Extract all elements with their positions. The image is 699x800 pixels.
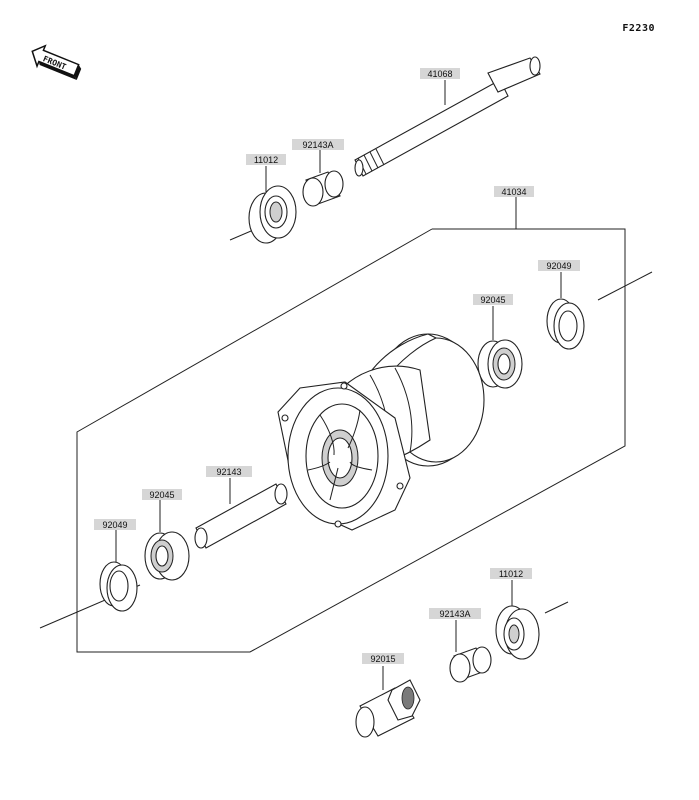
oil-seal-top: [248, 185, 297, 244]
callout-seal-right: 92049: [538, 260, 580, 298]
bearing-left: [144, 531, 190, 581]
figure-code: F2230: [622, 23, 655, 34]
wheel-hub: [277, 333, 485, 531]
hub-assembly-outline: [76, 228, 626, 653]
callout-shaft: 41068: [420, 68, 460, 105]
callout-collar-top-label: 92143A: [302, 140, 333, 150]
callout-hub: 41034: [494, 186, 534, 197]
callout-seal-top-label: 11012: [254, 155, 278, 165]
callout-collar-bottom-label: 92143A: [439, 609, 470, 619]
axle-nut: [355, 679, 421, 738]
collar-top: [302, 170, 344, 207]
callout-spacer-label: 92143: [216, 467, 241, 477]
callout-bearing-right: 92045: [473, 294, 513, 340]
seal-right: [546, 298, 585, 350]
callout-bearing-left: 92045: [142, 489, 182, 532]
callout-spacer: 92143: [206, 466, 252, 504]
callout-seal-top: 11012: [246, 154, 286, 192]
seal-left: [99, 561, 138, 612]
callout-nut: 92015: [362, 653, 404, 690]
callout-collar-bottom: 92143A: [429, 608, 481, 652]
front-direction-badge: FRONT: [31, 44, 82, 81]
axis-right: [597, 271, 653, 301]
callout-bearing-right-label: 92045: [480, 295, 505, 305]
callout-seal-bottom: 11012: [490, 568, 532, 606]
axis-bottom: [544, 601, 569, 614]
axle-shaft: [354, 56, 541, 177]
collar-bottom: [449, 646, 492, 683]
callout-seal-left: 92049: [94, 519, 136, 562]
callout-shaft-label: 41068: [427, 69, 452, 79]
bearing-right: [477, 339, 523, 389]
callout-seal-right-label: 92049: [546, 261, 571, 271]
callout-collar-top: 92143A: [292, 139, 344, 173]
callout-seal-left-label: 92049: [102, 520, 127, 530]
spacer-tube: [194, 483, 288, 549]
callout-hub-label: 41034: [501, 187, 526, 197]
callout-seal-bottom-label: 11012: [499, 569, 523, 579]
oil-seal-bottom: [495, 605, 540, 660]
callout-nut-label: 92015: [370, 654, 395, 664]
callout-bearing-left-label: 92045: [149, 490, 174, 500]
